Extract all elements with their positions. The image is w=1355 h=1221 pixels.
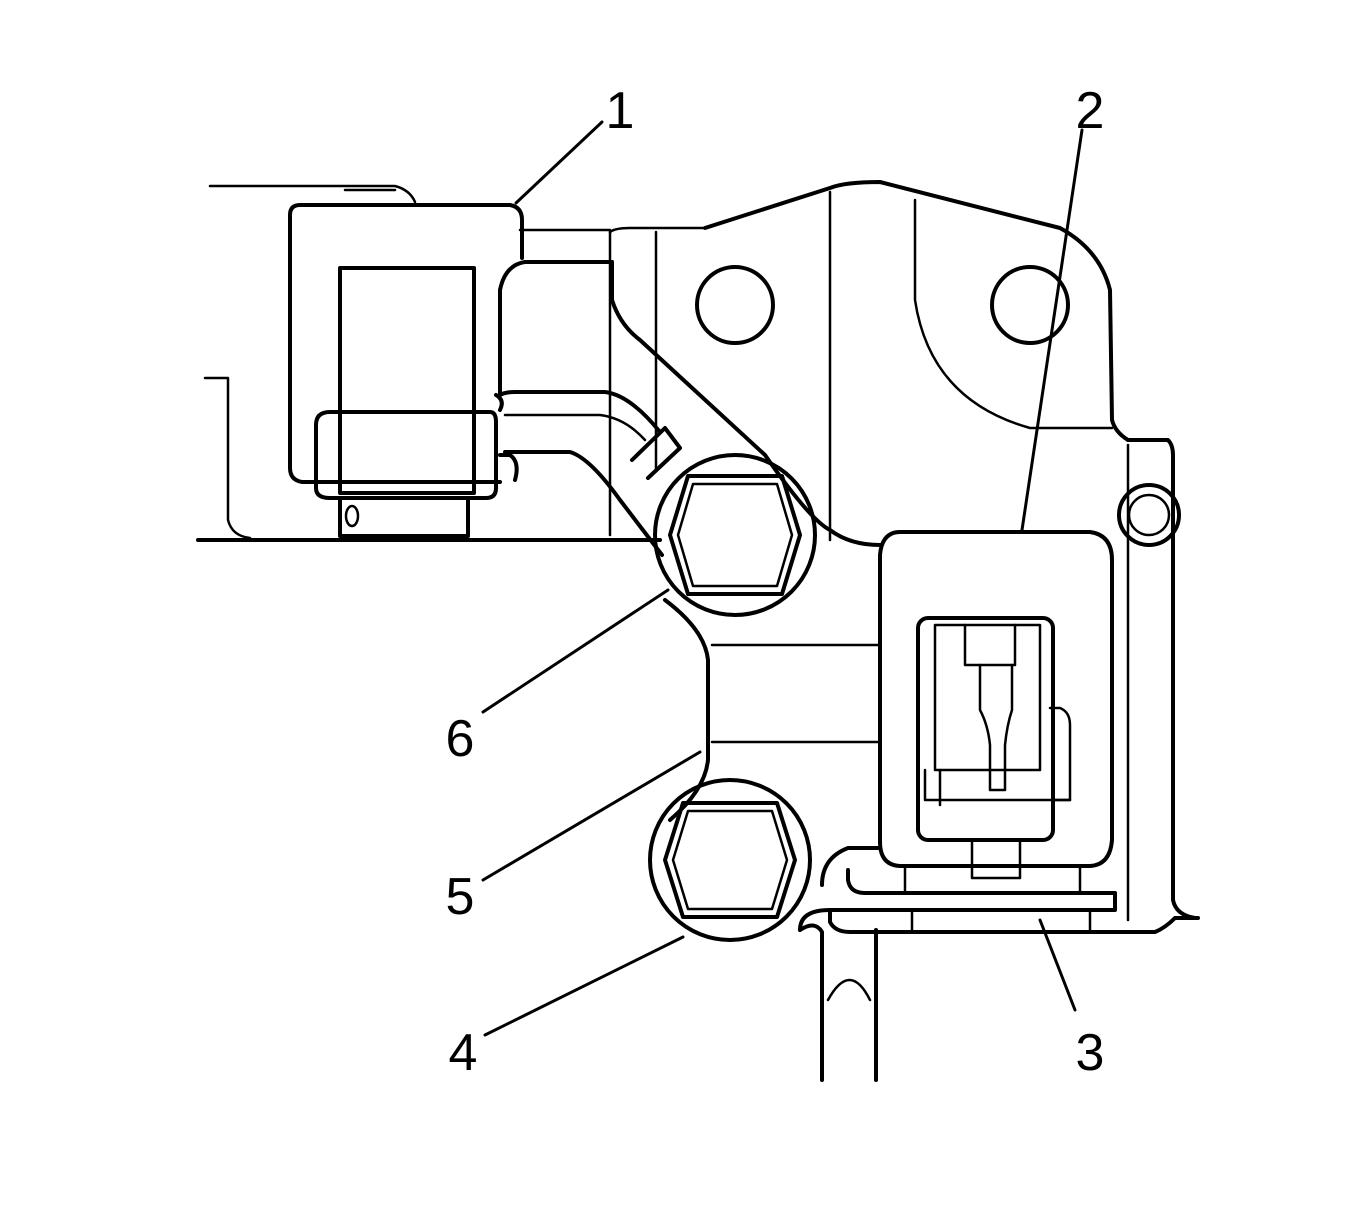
bolt-lower xyxy=(648,778,812,942)
bolt-upper xyxy=(653,453,817,617)
rail-pin xyxy=(1117,483,1181,547)
leader-4 xyxy=(483,935,685,1037)
harness-pipe xyxy=(498,260,682,557)
connector-1 xyxy=(288,203,524,538)
callout-1: 1 xyxy=(606,82,635,140)
lower-plate xyxy=(798,846,1200,934)
leader-5 xyxy=(481,750,702,882)
mounting-hole-right xyxy=(990,265,1070,345)
bracket xyxy=(610,180,1130,822)
callout-6: 6 xyxy=(446,710,475,768)
callout-4: 4 xyxy=(449,1024,478,1082)
leader-lines xyxy=(481,120,1084,1037)
leader-1 xyxy=(514,120,604,205)
lower-post xyxy=(798,923,878,1082)
connector-2 xyxy=(878,530,1114,880)
leader-2 xyxy=(1020,128,1084,532)
housing-outline xyxy=(196,184,832,542)
callout-3: 3 xyxy=(1076,1024,1105,1082)
mounting-hole-left xyxy=(695,265,775,345)
callout-5: 5 xyxy=(446,868,475,926)
side-rail xyxy=(1117,438,1197,922)
leader-6 xyxy=(481,588,670,714)
leader-3 xyxy=(1038,918,1077,1012)
callouts: 1 2 3 4 5 6 xyxy=(446,82,1105,1082)
callout-2: 2 xyxy=(1076,82,1105,140)
